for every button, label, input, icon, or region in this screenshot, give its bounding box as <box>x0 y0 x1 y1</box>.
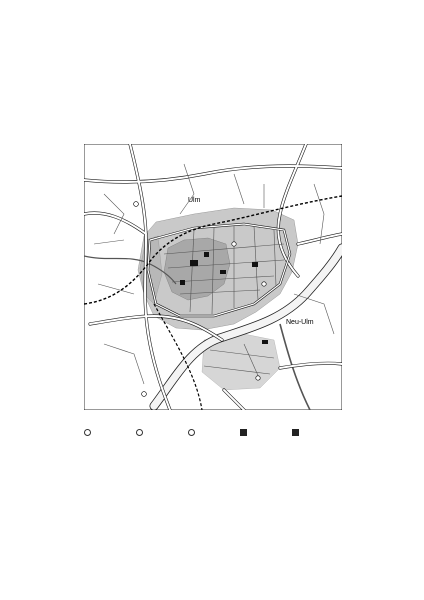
landmarks <box>180 252 268 344</box>
minor-streets <box>93 163 335 385</box>
parking-markers <box>133 201 267 397</box>
label-ulm: Ulm <box>188 197 201 204</box>
neu-ulm-area <box>201 333 281 391</box>
railway-line <box>84 195 342 305</box>
legend-circle-icon <box>136 429 143 436</box>
map-legend <box>84 428 342 458</box>
iller-river <box>279 323 311 410</box>
label-neu-ulm: Neu-Ulm <box>286 319 314 326</box>
legend-circle-icon <box>188 429 195 436</box>
city-map[interactable]: Ulm Neu-Ulm <box>84 144 342 410</box>
danube-river-water <box>150 244 342 410</box>
legend-parking-icon <box>240 429 247 436</box>
legend-circle-icon <box>84 429 91 436</box>
ring-road-fill <box>147 223 291 317</box>
legend-parking-icon <box>292 429 299 436</box>
main-roads <box>84 144 342 410</box>
blau-river <box>84 255 177 285</box>
map-canvas: Ulm Neu-Ulm <box>84 144 342 410</box>
railway-line-2 <box>153 303 203 410</box>
